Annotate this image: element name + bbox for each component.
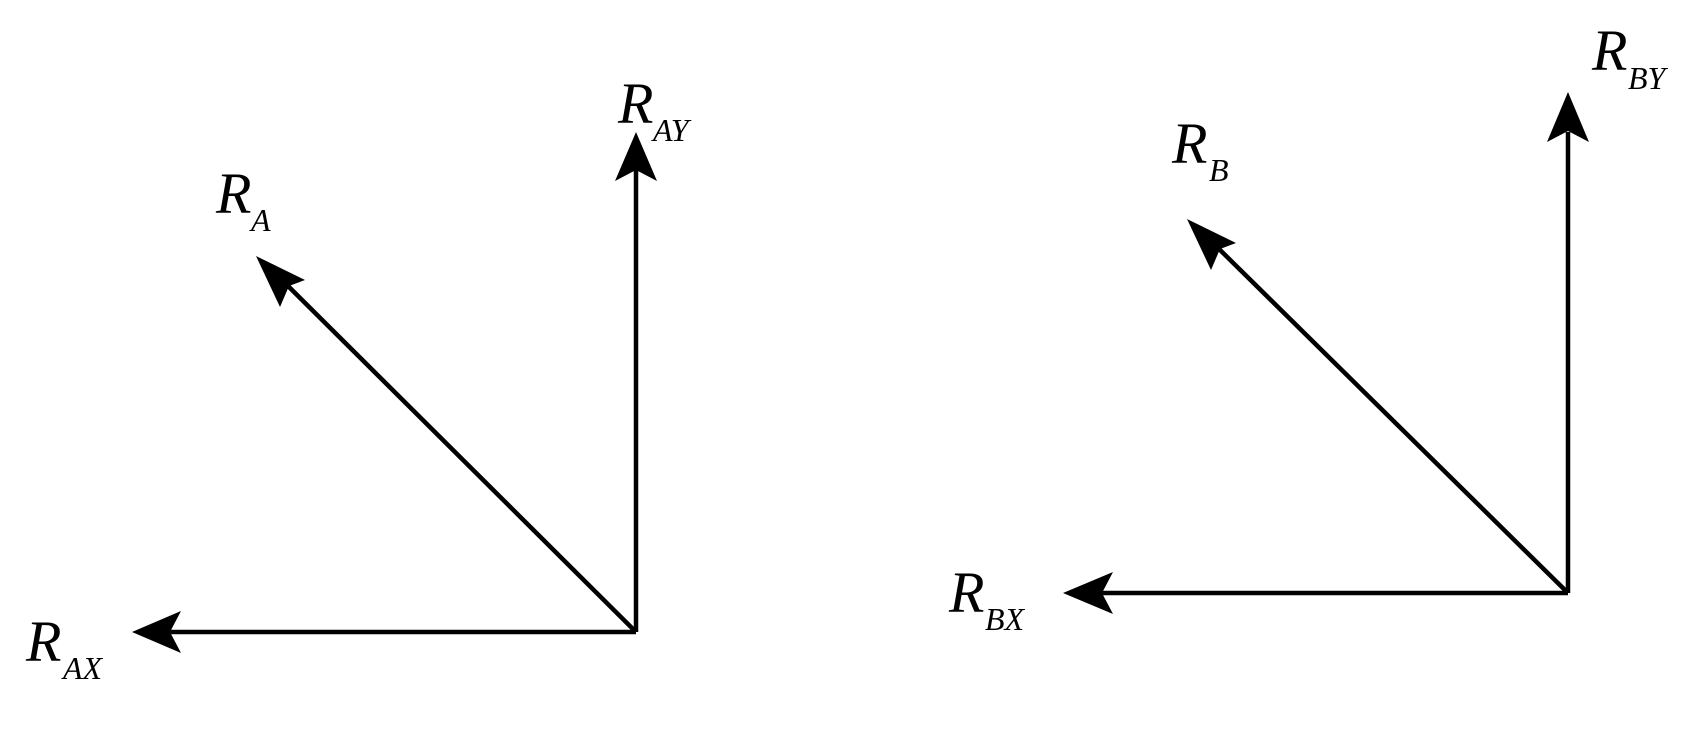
arrowhead	[132, 611, 181, 653]
label-r-ay: R AY	[617, 71, 692, 148]
diagram-b: R B R BY R BX	[948, 18, 1669, 637]
vector-r-ay-arrow	[615, 132, 657, 632]
label-r-a: R A	[215, 161, 271, 238]
vector-r-b-arrow	[1187, 219, 1570, 595]
label-r-ay-sub: AY	[651, 112, 692, 148]
label-r-by-sub: BY	[1628, 60, 1669, 96]
label-r-ay-main: R	[617, 71, 653, 136]
label-r-by: R BY	[1591, 18, 1669, 96]
vector-r-a-arrow	[256, 256, 638, 634]
arrowhead	[1063, 572, 1113, 614]
vector-r-by-arrow	[1547, 92, 1589, 593]
arrowhead	[615, 132, 657, 181]
label-r-bx: R BX	[948, 560, 1026, 637]
label-r-b-sub: B	[1209, 152, 1229, 188]
label-r-ax-sub: AX	[61, 650, 104, 686]
label-r-b: R B	[1171, 111, 1229, 188]
label-r-a-main: R	[215, 161, 251, 226]
arrowhead	[1187, 219, 1236, 270]
label-r-ax-main: R	[25, 609, 61, 674]
label-r-b-main: R	[1171, 111, 1207, 176]
label-r-bx-main: R	[948, 560, 984, 625]
label-r-a-sub: A	[249, 202, 271, 238]
label-r-bx-sub: BX	[985, 601, 1026, 637]
diagram-a: R A R AY R AX	[25, 71, 692, 686]
label-r-ax: R AX	[25, 609, 104, 686]
label-r-by-main: R	[1591, 18, 1627, 83]
vector-r-bx-arrow	[1063, 572, 1568, 614]
arrowhead	[256, 256, 305, 307]
vector-r-ax-arrow	[132, 611, 636, 653]
arrowhead	[1547, 92, 1589, 142]
